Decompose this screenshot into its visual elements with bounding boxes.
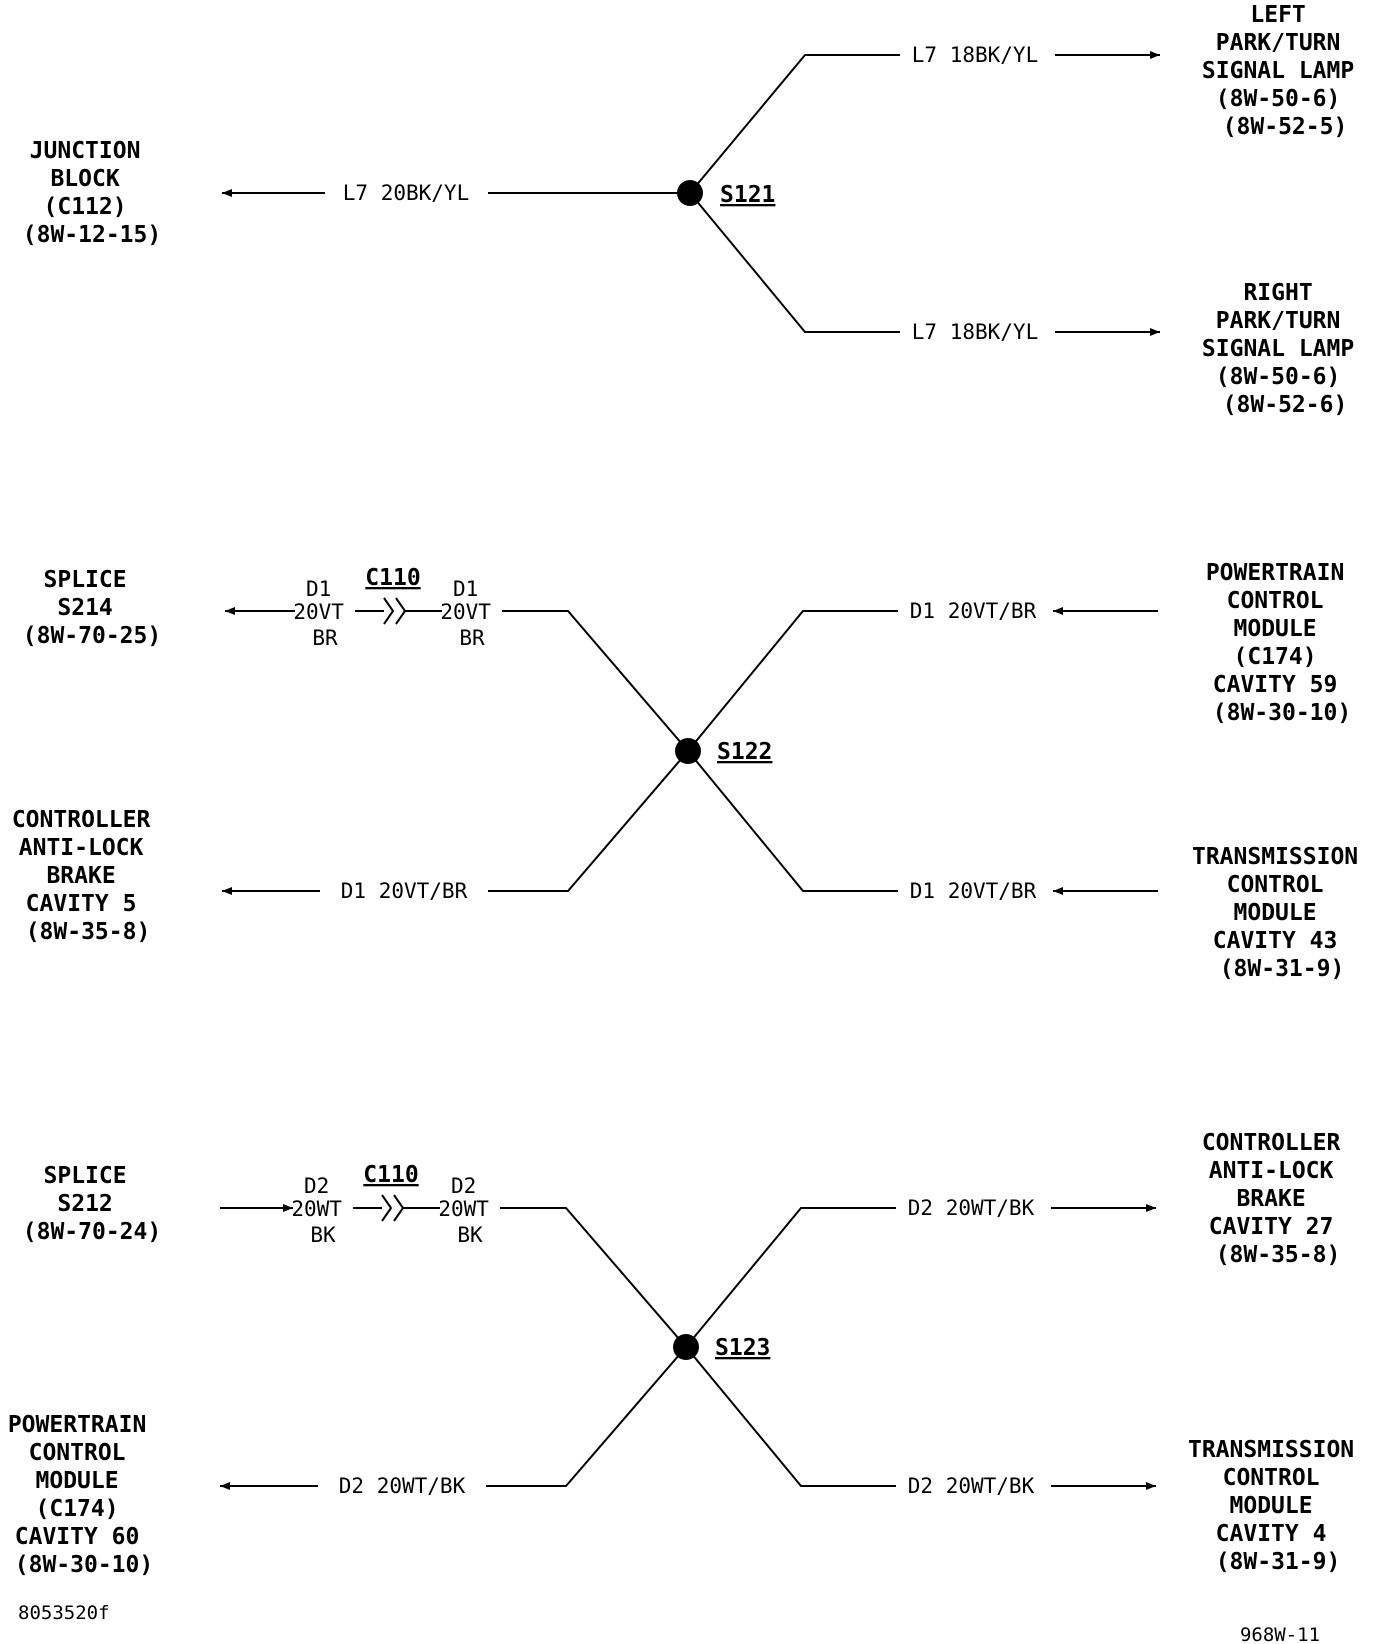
splice-label-s122: S122: [717, 739, 772, 765]
wire-l7-bottom-branch: [689, 192, 900, 333]
figure-code-left: 8053520f: [18, 1602, 110, 1624]
wire-d2-top-left-branch: [500, 1207, 687, 1348]
wire-label-d2-bottom-left: D2 20WT/BK: [339, 1474, 466, 1498]
powertrain-cavity-60-label: POWERTRAIN CONTROL MODULE (C174) CAVITY …: [8, 1412, 160, 1578]
right-park-turn-label: RIGHT PARK/TURN SIGNAL LAMP (8W-50-6) (8…: [1202, 280, 1368, 418]
controller-anti-lock-cavity-5-label: CONTROLLER ANTI-LOCK BRAKE CAVITY 5 (8W-…: [12, 807, 164, 945]
group-s121: JUNCTION BLOCK (C112) (8W-12-15) L7 20BK…: [23, 2, 1368, 418]
splice-label-s121: S121: [720, 182, 775, 208]
splice-s214-label: SPLICE S214 (8W-70-25): [23, 567, 161, 649]
connector-c110-symbol: [383, 597, 407, 625]
wire-d2-bottom-right-branch: [685, 1346, 896, 1487]
figure-code-right: 968W-11: [1240, 1624, 1320, 1644]
conn-left-label-d1: D1 20VT BR: [293, 577, 356, 650]
wire-l7-top-branch: [689, 54, 900, 194]
splice-s212-label: SPLICE S212 (8W-70-24): [23, 1163, 161, 1245]
wire-label-d1-bottom-left: D1 20VT/BR: [341, 879, 468, 903]
wire-label-l7-18bk-yl-top: L7 18BK/YL: [912, 43, 1038, 67]
wire-d1-bottom-left-branch: [488, 750, 689, 892]
wire-d2-top-right-branch: [685, 1207, 896, 1348]
wire-d1-bottom-right-branch: [687, 750, 898, 892]
group-s122: SPLICE S214 (8W-70-25) D1 20VT BR C110 D…: [12, 560, 1372, 982]
powertrain-cavity-59-label: POWERTRAIN CONTROL MODULE (C174) CAVITY …: [1206, 560, 1358, 726]
wire-label-d2-top-right: D2 20WT/BK: [908, 1196, 1035, 1220]
connector-label-c110: C110: [365, 565, 420, 591]
wire-d1-top-left-branch: [502, 610, 689, 752]
wire-label-d2-bottom-right: D2 20WT/BK: [908, 1474, 1035, 1498]
conn-right-label-d2: D2 20WT BK: [438, 1174, 501, 1247]
transmission-cavity-43-label: TRANSMISSION CONTROL MODULE CAVITY 43 (8…: [1192, 844, 1372, 982]
connector-c110-symbol-d2: [381, 1194, 405, 1222]
splice-label-s123: S123: [715, 1335, 770, 1361]
connector-label-c110-d2: C110: [363, 1162, 418, 1188]
controller-anti-lock-cavity-27-label: CONTROLLER ANTI-LOCK BRAKE CAVITY 27 (8W…: [1202, 1130, 1354, 1268]
wire-d1-top-right-branch: [687, 610, 898, 752]
wire-label-d1-bottom-right: D1 20VT/BR: [910, 879, 1037, 903]
left-park-turn-label: LEFT PARK/TURN SIGNAL LAMP (8W-50-6) (8W…: [1202, 2, 1368, 140]
wire-d2-bottom-left-branch: [486, 1346, 687, 1487]
transmission-cavity-4-label: TRANSMISSION CONTROL MODULE CAVITY 4 (8W…: [1188, 1437, 1368, 1575]
conn-left-label-d2: D2 20WT BK: [291, 1174, 354, 1247]
wire-label-l7-20bk-yl: L7 20BK/YL: [343, 181, 469, 205]
wire-label-l7-18bk-yl-bottom: L7 18BK/YL: [912, 320, 1038, 344]
wire-label-d1-top-right: D1 20VT/BR: [910, 599, 1037, 623]
conn-right-label-d1: D1 20VT BR: [440, 577, 503, 650]
junction-block-label: JUNCTION BLOCK (C112) (8W-12-15): [23, 138, 161, 248]
group-s123: SPLICE S212 (8W-70-24) D2 20WT BK C110 D…: [8, 1130, 1368, 1578]
